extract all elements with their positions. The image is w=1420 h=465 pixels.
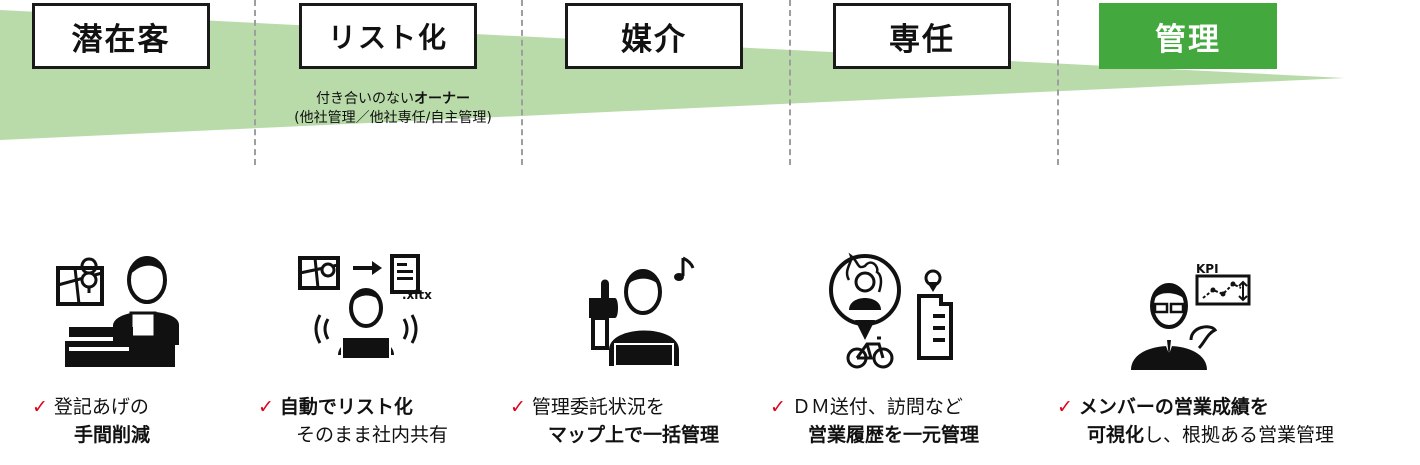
- stage-exclusive: 専任: [833, 3, 1011, 69]
- stage-prospect: 潜在客: [32, 3, 210, 69]
- stage-label: 管理: [1155, 21, 1221, 58]
- feature-registry: ✓登記あげの 手間削減: [32, 393, 150, 449]
- owner-note-line2: (他社管理／他社専任/自主管理): [294, 110, 492, 126]
- owner-note: 付き合いのないオーナー (他社管理／他社専任/自主管理): [262, 90, 524, 128]
- stage-divider: [789, 0, 791, 165]
- feature-auto-list: ✓自動でリスト化 そのまま社内共有: [258, 393, 448, 449]
- feature-line2: 可視化し、根拠ある営業管理: [1057, 421, 1334, 449]
- stage-management: 管理: [1099, 3, 1277, 69]
- stage-divider: [254, 0, 256, 165]
- feature-line1: メンバーの営業成績を: [1078, 396, 1269, 418]
- feature-line2: マップ上で一括管理: [548, 424, 720, 446]
- feature-line1: 管理委託状況を: [531, 396, 665, 418]
- stage-label: 専任: [889, 21, 955, 58]
- stage-label: 潜在客: [71, 21, 171, 58]
- feature-line1: ＤＭ送付、訪問など: [791, 396, 963, 418]
- owner-note-line1: 付き合いのないオーナー: [262, 90, 524, 109]
- note-text: 付き合いのない: [316, 91, 414, 107]
- stage-divider: [1057, 0, 1059, 165]
- feature-line2: 手間削減: [74, 424, 151, 446]
- check-icon: ✓: [1057, 396, 1073, 418]
- kpi-manager-icon: KPI: [1125, 258, 1255, 373]
- check-icon: ✓: [770, 396, 786, 418]
- check-icon: ✓: [258, 396, 274, 418]
- feature-history: ✓ＤＭ送付、訪問など 営業履歴を一元管理: [770, 393, 979, 449]
- stage-listing: リスト化: [299, 3, 477, 69]
- registry-person-icon: [55, 245, 180, 375]
- check-icon: ✓: [510, 396, 526, 418]
- auto-list-icon: .xltx: [298, 253, 448, 363]
- feature-kpi: ✓メンバーの営業成績を 可視化し、根拠ある営業管理: [1057, 393, 1334, 449]
- stage-label: リスト化: [327, 21, 448, 54]
- feature-line1: 自動でリスト化: [279, 396, 413, 418]
- stage-label: 媒介: [621, 21, 687, 58]
- feature-line1: 登記あげの: [53, 396, 149, 418]
- feature-line2: そのまま社内共有: [296, 424, 449, 446]
- thumbs-up-person-icon: [585, 254, 700, 369]
- feature-map: ✓管理委託状況を マップ上で一括管理: [510, 393, 719, 449]
- feature-line2: 営業履歴を一元管理: [808, 424, 980, 446]
- stage-divider: [521, 0, 523, 165]
- check-icon: ✓: [32, 396, 48, 418]
- feature-line2-strong: 可視化: [1087, 424, 1145, 446]
- visit-history-icon: [827, 252, 962, 372]
- note-text-strong: オーナー: [414, 91, 470, 107]
- kpi-label: KPI: [1196, 262, 1219, 276]
- file-extension-label: .xltx: [402, 288, 432, 302]
- feature-line2-rest: し、根拠ある営業管理: [1144, 424, 1335, 446]
- stage-brokerage: 媒介: [565, 3, 743, 69]
